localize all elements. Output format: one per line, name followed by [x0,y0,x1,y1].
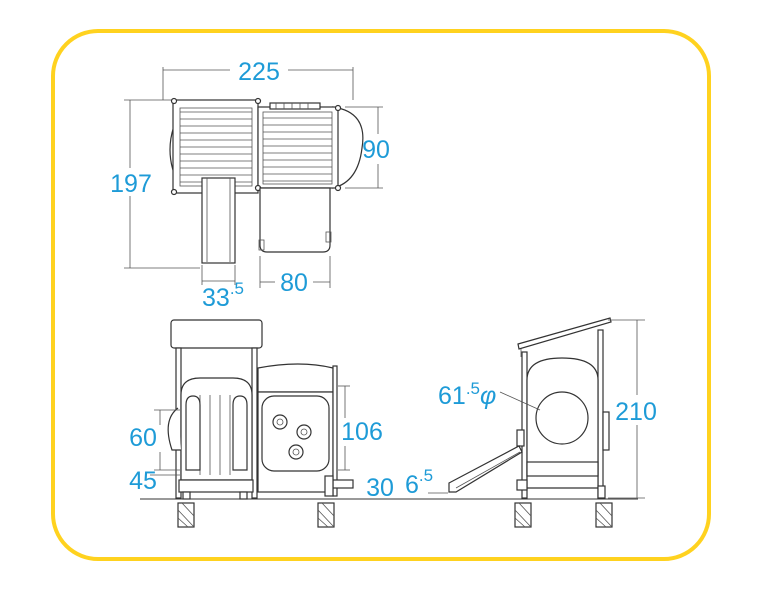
foundation-front-left [177,502,195,528]
slide-side [448,445,523,493]
foundation-side-right [595,502,613,528]
top-view: 225 197 90 [110,58,390,312]
foundation-front-right [317,502,335,528]
dim-top-width: 225 [238,58,280,86]
dim-front-30: 30 [366,474,394,502]
dim-top-deck: 90 [362,136,390,164]
tunnel-hole [535,391,589,445]
dim-front-45: 45 [129,467,157,495]
dim-top-stair-width: 80 [280,269,308,297]
side-view: 61.5φ 6.5 210 [405,317,657,528]
stair-top [259,187,331,253]
roof-slats-right [262,111,333,185]
dim-side-hole: 61.5φ [438,379,496,410]
roof-slats-left [179,107,253,187]
dim-top-slide-width: 33.5 [202,279,244,312]
dim-front-60: 60 [129,424,157,452]
front-view: 60 45 106 30 [129,319,638,528]
dim-side-slide: 6.5 [405,466,433,499]
slide-top [201,177,236,264]
dim-front-106: 106 [341,418,383,446]
dim-side-210: 210 [615,398,657,426]
foundation-side-left [514,502,532,528]
dim-top-depth: 197 [110,170,152,198]
